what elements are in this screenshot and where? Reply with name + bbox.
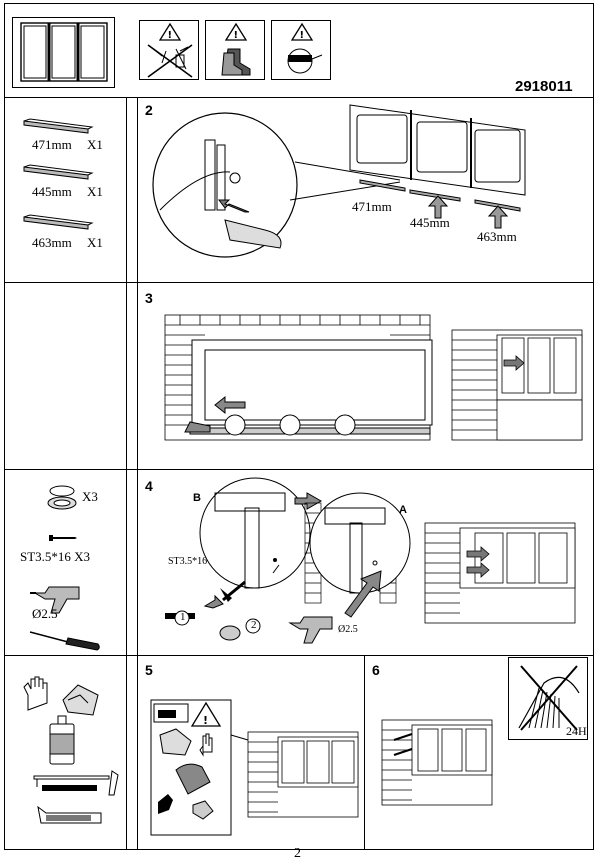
part-qty: X1 bbox=[87, 137, 103, 152]
cleaner-bottle-icon bbox=[49, 715, 75, 765]
screwdriver-icon bbox=[29, 631, 100, 651]
svg-text:!: ! bbox=[168, 30, 173, 41]
drill-icon bbox=[30, 586, 80, 614]
body-frame bbox=[4, 97, 594, 850]
sub-step-2: 2 bbox=[251, 619, 257, 631]
product-code: 2918011 bbox=[515, 78, 573, 95]
row-divider bbox=[4, 655, 594, 656]
step-divider bbox=[364, 655, 365, 850]
warning-triangle-icon: ! bbox=[147, 22, 193, 78]
step-number: 3 bbox=[145, 290, 153, 306]
screw-icon bbox=[49, 535, 77, 541]
part-length: 445mm bbox=[32, 184, 72, 199]
gloves-icon bbox=[23, 676, 48, 711]
step6-illustration bbox=[381, 719, 493, 806]
step-number: 2 bbox=[145, 102, 153, 118]
svg-text:!: ! bbox=[203, 714, 208, 727]
callout-b: B bbox=[193, 492, 201, 504]
warning-wear-goggles-box: ! bbox=[271, 20, 331, 80]
drill-label: Ø2.5 bbox=[338, 624, 358, 635]
rail-part-icon bbox=[23, 214, 94, 230]
cure-time-box: 24H bbox=[508, 657, 588, 740]
callout-a: A bbox=[399, 504, 407, 516]
part-length: 471mm bbox=[32, 137, 72, 152]
safety-goggles-icon: ! bbox=[287, 22, 323, 74]
rail-label: 463mm bbox=[477, 229, 517, 244]
safety-boots-icon: ! bbox=[221, 22, 251, 76]
sealant-tube-icon bbox=[37, 805, 102, 824]
svg-text:!: ! bbox=[300, 30, 305, 41]
step2-illustration bbox=[152, 104, 526, 258]
cloth-icon bbox=[62, 684, 99, 716]
panel-frame-icon bbox=[20, 22, 108, 82]
drill-size: Ø2.5 bbox=[32, 606, 58, 621]
row-divider bbox=[4, 469, 594, 470]
svg-text:!: ! bbox=[234, 30, 239, 41]
rail-part-icon bbox=[23, 118, 94, 134]
column-divider bbox=[126, 97, 127, 850]
warning-no-power-tools-box: ! bbox=[139, 20, 199, 80]
column-divider bbox=[137, 97, 138, 850]
part-length: 463mm bbox=[32, 235, 72, 250]
step4-illustration bbox=[165, 477, 576, 644]
spacer-qty: X3 bbox=[82, 489, 98, 504]
warning-wear-shoes-box: ! bbox=[205, 20, 265, 80]
no-shower-icon bbox=[518, 665, 580, 731]
part-qty: X1 bbox=[87, 235, 103, 250]
caulk-gun-icon bbox=[33, 770, 119, 796]
rail-label: 471mm bbox=[352, 199, 392, 214]
rail-label: 445mm bbox=[410, 215, 450, 230]
step5-illustration: ! bbox=[150, 699, 359, 836]
part-qty: X1 bbox=[87, 184, 103, 199]
step3-illustration bbox=[164, 314, 583, 441]
spacer-ring-icon bbox=[47, 485, 77, 510]
cure-time: 24H bbox=[566, 724, 587, 738]
screw-spec: ST3.5*16 X3 bbox=[20, 549, 91, 564]
page-number: 2 bbox=[294, 846, 301, 861]
row-divider bbox=[4, 282, 594, 283]
screw-label: ST3.5*16 bbox=[168, 556, 208, 567]
rail-part-icon bbox=[23, 164, 94, 180]
sub-step-1: 1 bbox=[180, 611, 186, 623]
step-number: 4 bbox=[145, 478, 153, 494]
step-number: 6 bbox=[372, 662, 380, 678]
step-number: 5 bbox=[145, 662, 153, 678]
product-frame-box bbox=[12, 17, 115, 88]
